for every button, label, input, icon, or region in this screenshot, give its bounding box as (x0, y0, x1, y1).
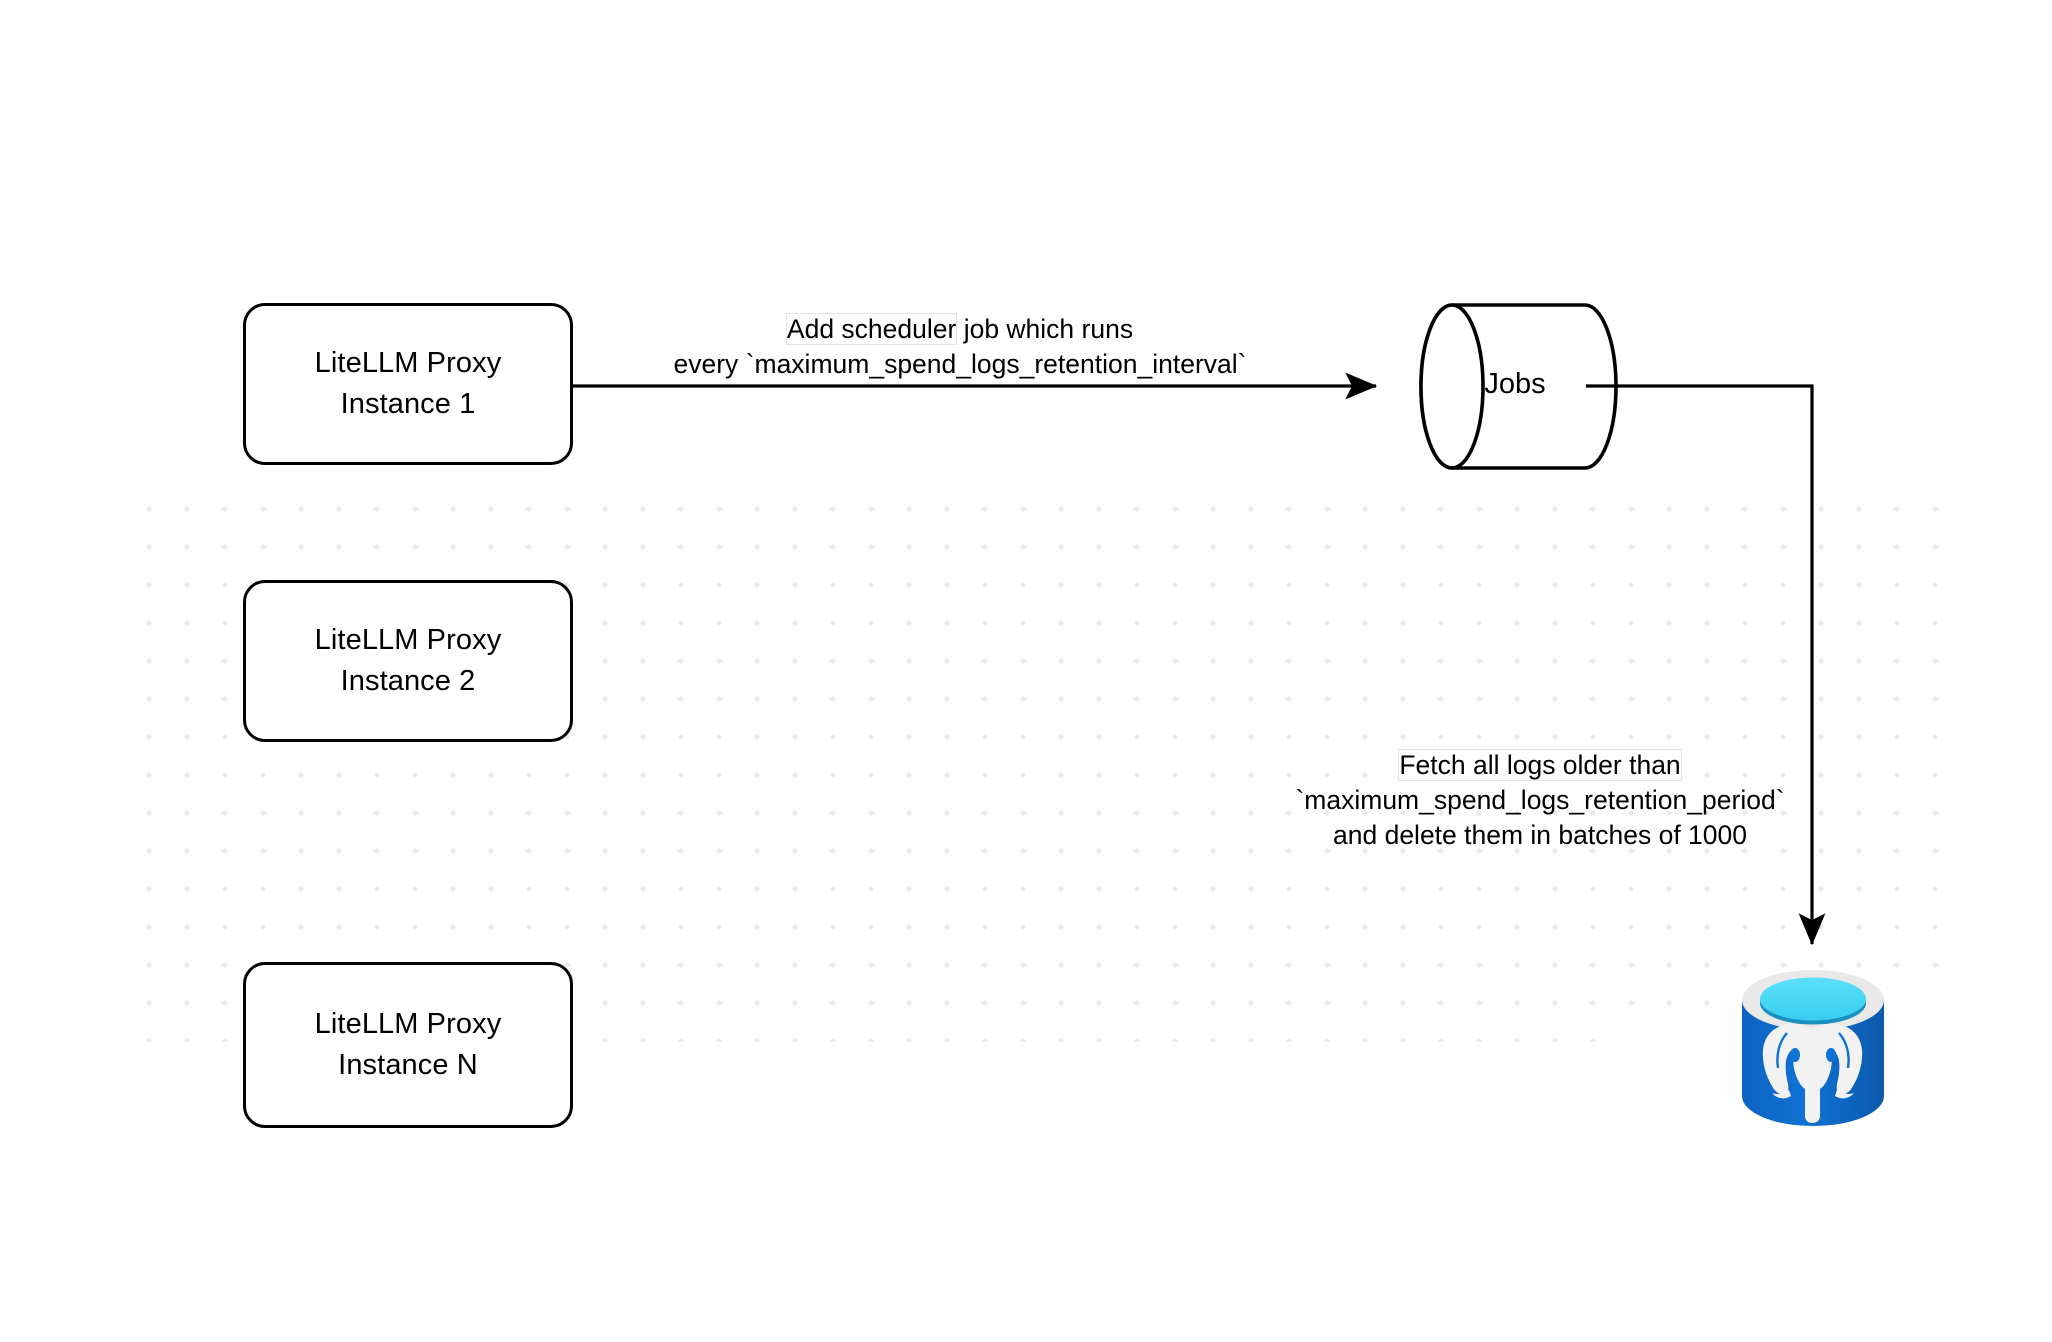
edge-label-line-2: every `maximum_spend_logs_retention_inte… (673, 349, 1247, 380)
node-label-line-2: Instance 2 (340, 665, 476, 697)
node-label-line-2: Instance 1 (340, 388, 476, 420)
node-litellm-proxy-instance-n[interactable]: LiteLLM Proxy Instance N (243, 962, 573, 1128)
edge-label-fetch-and-delete-logs: Fetch all logs older than `maximum_spend… (1250, 748, 1830, 854)
edge-label-line-2: `maximum_spend_logs_retention_period` (1295, 785, 1785, 816)
node-litellm-proxy-instance-2[interactable]: LiteLLM Proxy Instance 2 (243, 580, 573, 742)
connector-jobs-to-postgres (1586, 384, 1826, 946)
edge-label-line-3: and delete them in batches of 1000 (1333, 820, 1747, 851)
edge-label-line-1: Add scheduler job which runs (620, 312, 1300, 347)
node-label-line-2: Instance N (338, 1049, 478, 1081)
node-litellm-proxy-instance-1[interactable]: LiteLLM Proxy Instance 1 (243, 303, 573, 465)
node-label-line-1: LiteLLM Proxy (314, 623, 502, 656)
edge-label-line-1: Fetch all logs older than (1250, 748, 1830, 783)
edge-label-highlight: Add scheduler (786, 314, 957, 344)
node-jobs-label: Jobs (1484, 368, 1546, 400)
node-label-line-1: LiteLLM Proxy (314, 1007, 502, 1040)
postgresql-elephant-icon (1742, 970, 1884, 1126)
edge-label-add-scheduler-job: Add scheduler job which runs every `maxi… (620, 312, 1300, 382)
node-label-line-1: LiteLLM Proxy (314, 346, 502, 379)
edge-label-highlight: Fetch all logs older than (1399, 750, 1681, 780)
edge-label-rest: job which runs (956, 314, 1134, 344)
jobs-cylinder-shape (1419, 303, 1618, 470)
